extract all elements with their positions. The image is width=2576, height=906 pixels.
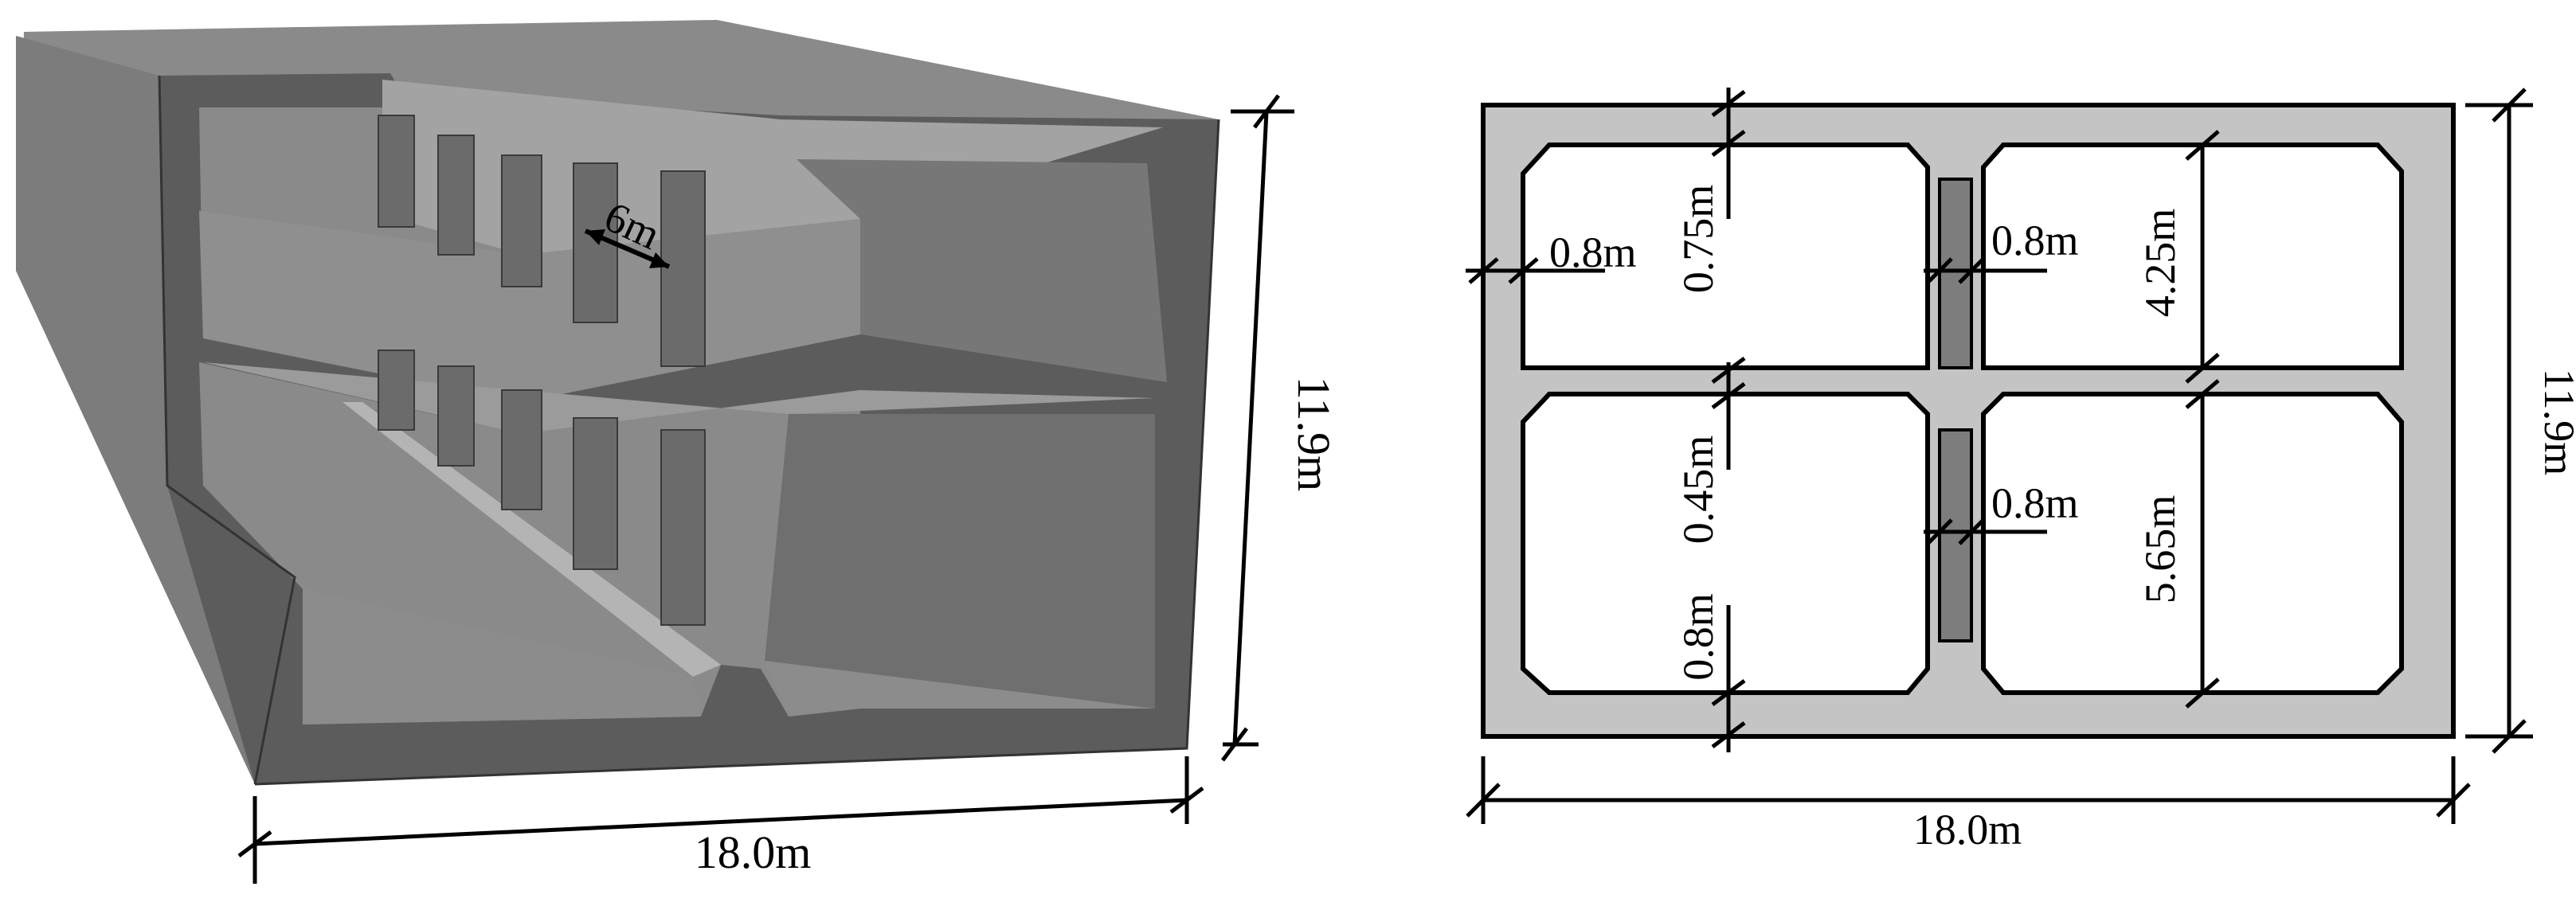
cell-lower-left [1521, 392, 1930, 695]
column [501, 389, 542, 510]
side-wall-dimension: 0.8m [1466, 228, 1637, 284]
isometric-view: 6m 18.0m 11.9m [16, 20, 1340, 884]
height-label-section: 11.9m [2535, 369, 2576, 476]
cell-upper-left [1521, 143, 1930, 370]
lower-columns [378, 350, 706, 626]
upper-column-dimension: 0.8m [1924, 217, 2079, 284]
floor-ridge [343, 402, 721, 677]
top-slab-dimension: 0.75m [1674, 88, 1746, 294]
cell-lower-right [1981, 392, 2404, 695]
height-dimension-3d: 11.9m [1221, 94, 1340, 762]
upper-column-label: 0.8m [1991, 217, 2079, 264]
bottom-slab-dimension: 0.8m [1674, 593, 1746, 752]
cell-upper-right [1981, 143, 2404, 370]
height-label-3d: 11.9m [1288, 377, 1340, 491]
section-cells [1521, 143, 2404, 695]
width-label-section: 18.0m [1913, 806, 2022, 853]
top-slab-label: 0.75m [1674, 185, 1722, 294]
column [660, 429, 706, 626]
middle-slab-label: 0.45m [1674, 435, 1722, 545]
lower-right-floor [765, 661, 1155, 717]
height-dimension-section: 11.9m [2465, 88, 2576, 754]
side-wall-label: 0.8m [1549, 228, 1637, 276]
column [501, 154, 542, 287]
lower-floor [303, 589, 701, 724]
upper-right-wall [797, 159, 1167, 382]
lower-height-label: 5.65m [2136, 495, 2184, 604]
upper-height-label: 4.25m [2136, 209, 2184, 318]
column [660, 170, 706, 367]
lower-column-dimension: 0.8m [1924, 479, 2079, 545]
middle-slab-dimension: 0.45m [1674, 357, 1746, 545]
column [437, 365, 475, 467]
upper-height-dimension: 4.25m [2136, 130, 2220, 384]
lower-right-wall [765, 414, 1155, 709]
bottom-slab-label: 0.8m [1674, 593, 1722, 681]
column [378, 115, 415, 228]
width-dimension-section: 18.0m [1466, 756, 2471, 853]
front-outline [158, 75, 1220, 786]
column [437, 135, 475, 256]
column [573, 417, 618, 570]
width-label-3d: 18.0m [695, 826, 812, 878]
column [378, 350, 415, 431]
cross-section: 0.8m 0.75m 0.8m 4.25m 0.45m [1466, 88, 2576, 853]
upper-columns [378, 115, 706, 367]
lower-column-label: 0.8m [1991, 479, 2079, 527]
width-dimension-3d: 18.0m [237, 756, 1204, 884]
lower-height-dimension: 5.65m [2136, 379, 2220, 709]
